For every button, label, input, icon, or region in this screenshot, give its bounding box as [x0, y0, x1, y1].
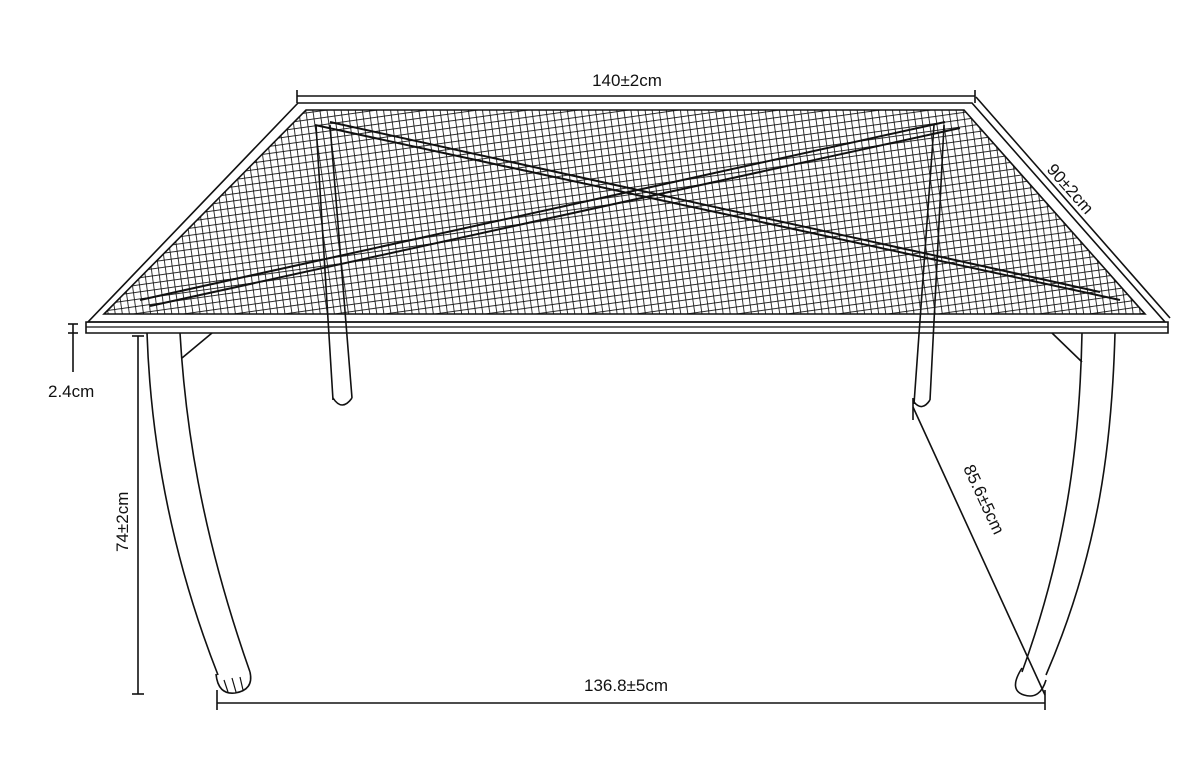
label-thickness: 2.4cm [48, 382, 94, 401]
front-leg-right [1014, 332, 1116, 697]
back-leg-left [315, 124, 353, 406]
dimension-height: 74±2cm [113, 335, 144, 695]
front-leg-left [146, 332, 252, 694]
label-height: 74±2cm [113, 492, 132, 552]
dimension-leg-span-length: 136.8±5cm [216, 676, 1046, 710]
under-frame [139, 121, 1121, 307]
back-leg-right [913, 124, 945, 408]
table-top [85, 102, 1169, 334]
label-leg-span-length: 136.8±5cm [584, 676, 668, 695]
dimension-top-length: 140±2cm [296, 71, 976, 103]
dimension-thickness: 2.4cm [48, 323, 94, 401]
mesh-panel [102, 109, 1147, 315]
label-top-length: 140±2cm [592, 71, 662, 90]
dimension-leg-span-depth: 85.6±5cm [912, 398, 1046, 696]
